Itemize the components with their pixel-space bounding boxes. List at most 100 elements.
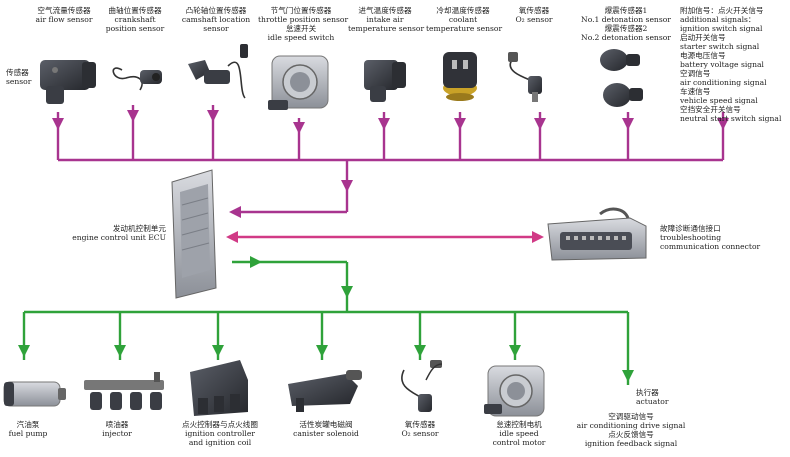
diagnostic-en1: troubleshooting [660, 233, 722, 242]
canister-label: 活性炭罐电磁阀 canister solenoid [286, 420, 366, 438]
injector-icon [84, 372, 164, 410]
idle-motor-label: 怠速控制电机 idle speed control motor [484, 420, 554, 447]
crankshaft-en2: position sensor [105, 24, 165, 33]
intake-temp-sensor-icon [364, 60, 406, 102]
oxygen-sensor-en: O₂ sensor [515, 15, 553, 24]
oxygen-sensor-label: 氧传感器 O₂ sensor [508, 6, 560, 24]
throttle-zh: 节气门位置传感器 [270, 6, 332, 15]
additional-line: 空调信号 [680, 69, 711, 78]
diagnostic-zh: 故障诊断通信接口 [660, 224, 721, 233]
coolant-en2: temperature sensor [426, 24, 503, 33]
sensor-group-label: 传感器 sensor [6, 68, 31, 86]
canister-zh: 活性炭罐电磁阀 [299, 420, 353, 429]
camshaft-en2: sensor [203, 24, 229, 33]
actuator-group-label: 执行器 actuator [636, 388, 696, 406]
additional-line: air conditioning signal [680, 78, 767, 87]
canister-en: canister solenoid [293, 429, 359, 438]
ignition-en1: ignition controller [185, 429, 255, 438]
throttle-en1: throttle position sensor [258, 15, 349, 24]
injector-label: 喷油器 injector [90, 420, 144, 438]
oxygen-sensor-icon [508, 52, 542, 102]
throttle-zh2: 怠速开关 [285, 24, 317, 33]
crankshaft-en1: crankshaft [114, 15, 156, 24]
camshaft-zh: 凸轮轴位置传感器 [185, 6, 247, 15]
coolant-label: 冷却温度传感器 coolant temperature sensor [426, 6, 503, 33]
additional-line: ignition switch signal [680, 24, 763, 33]
fuel-pump-icon [3, 381, 66, 407]
air-flow-label: 空气流量传感器 air flow sensor [28, 6, 100, 24]
additional-line: 电源电压信号 [680, 51, 726, 60]
detonation-label: 爆震传感器1 No.1 detonation sensor 爆震传感器2 No.… [578, 6, 674, 42]
ac-drive-zh: 空调驱动信号 [608, 412, 654, 421]
ignition-coil-icon [190, 360, 248, 416]
injector-zh: 喷油器 [105, 420, 129, 429]
detonation-sensor-1-icon [600, 49, 640, 71]
additional-line: additional signals： [680, 15, 756, 24]
additional-signals-label: 附加信号：点火开关信号 additional signals： ignition… [680, 6, 788, 123]
throttle-body-icon [268, 55, 329, 110]
coolant-en1: coolant [448, 15, 478, 24]
additional-line: battery voltage signal [680, 60, 764, 69]
idle-motor-zh: 怠速控制电机 [496, 420, 542, 429]
throttle-en2: idle speed switch [267, 33, 335, 42]
oxygen-actuator-en: O₂ sensor [401, 429, 439, 438]
detonation-sensor-2-icon [603, 83, 643, 107]
detonation-zh1: 爆震传感器1 [604, 6, 648, 15]
oxygen-actuator-label: 氧传感器 O₂ sensor [392, 420, 448, 438]
air-flow-sensor-icon [40, 60, 96, 104]
ignition-en2: and ignition coil [188, 438, 252, 447]
diagnostic-connector-icon [547, 207, 647, 261]
detonation-en1: No.1 detonation sensor [581, 15, 671, 24]
ign-feedback-zh: 点火反馈信号 [608, 430, 654, 439]
fuel-pump-zh: 汽油泵 [16, 420, 40, 429]
input-bus [56, 105, 725, 218]
camshaft-sensor-icon [188, 44, 248, 99]
throttle-label: 节气门位置传感器 throttle position sensor 怠速开关 i… [258, 6, 349, 42]
intake-temp-zh: 进气温度传感器 [358, 6, 412, 15]
oxygen-sensor-zh: 氧传感器 [518, 6, 550, 15]
ignition-label: 点火控制器与点火线圈 ignition controller and ignit… [172, 420, 268, 447]
detonation-en2: No.2 detonation sensor [581, 33, 671, 42]
idle-motor-icon [484, 365, 545, 417]
crankshaft-sensor-icon [112, 67, 162, 91]
ecu-label: 发动机控制单元 engine control unit ECU [60, 224, 166, 242]
additional-line: 附加信号：点火开关信号 [680, 6, 764, 15]
diagnostic-label: 故障诊断通信接口 troubleshooting communication c… [660, 224, 786, 251]
ecu-en: engine control unit ECU [72, 233, 166, 242]
camshaft-label: 凸轮轴位置传感器 camshaft location sensor [176, 6, 256, 33]
injector-en: injector [102, 429, 132, 438]
canister-solenoid-icon [288, 370, 362, 412]
additional-line: 空挡安全开关信号 [680, 105, 741, 114]
detonation-zh2: 爆震传感器2 [604, 24, 648, 33]
crankshaft-label: 曲轴位置传感器 crankshaft position sensor [102, 6, 168, 33]
air-flow-en: air flow sensor [35, 15, 93, 24]
ignition-zh: 点火控制器与点火线圈 [182, 420, 258, 429]
sensor-group-en: sensor [6, 77, 32, 86]
coolant-sensor-icon [443, 52, 477, 101]
additional-line: neutral start switch signal [680, 114, 782, 123]
ign-feedback-en: ignition feedback signal [584, 439, 678, 448]
output-arrows [18, 256, 634, 382]
additional-line: 启动开关信号 [680, 33, 726, 42]
oxygen-sensor-actuator-icon [401, 360, 443, 412]
additional-line: starter switch signal [680, 42, 760, 51]
coolant-zh: 冷却温度传感器 [436, 6, 490, 15]
sensor-group-zh: 传感器 [6, 68, 29, 77]
intake-temp-en1: intake air [366, 15, 404, 24]
input-arrows [52, 110, 729, 192]
actuator-group-zh: 执行器 [636, 388, 659, 397]
diagnostic-en2: communication connector [660, 242, 761, 251]
intake-temp-label: 进气温度传感器 intake air temperature sensor [348, 6, 424, 33]
idle-motor-en2: control motor [492, 438, 546, 447]
camshaft-en1: camshaft location [181, 15, 251, 24]
fuel-pump-label: 汽油泵 fuel pump [2, 420, 54, 438]
air-flow-zh: 空气流量传感器 [37, 6, 91, 15]
additional-line: 车速信号 [680, 87, 711, 96]
crankshaft-zh: 曲轴位置传感器 [108, 6, 162, 15]
additional-line: vehicle speed signal [680, 96, 758, 105]
oxygen-actuator-zh: 氧传感器 [404, 420, 436, 429]
ecu-zh: 发动机控制单元 [112, 224, 166, 233]
idle-motor-en1: idle speed [499, 429, 539, 438]
